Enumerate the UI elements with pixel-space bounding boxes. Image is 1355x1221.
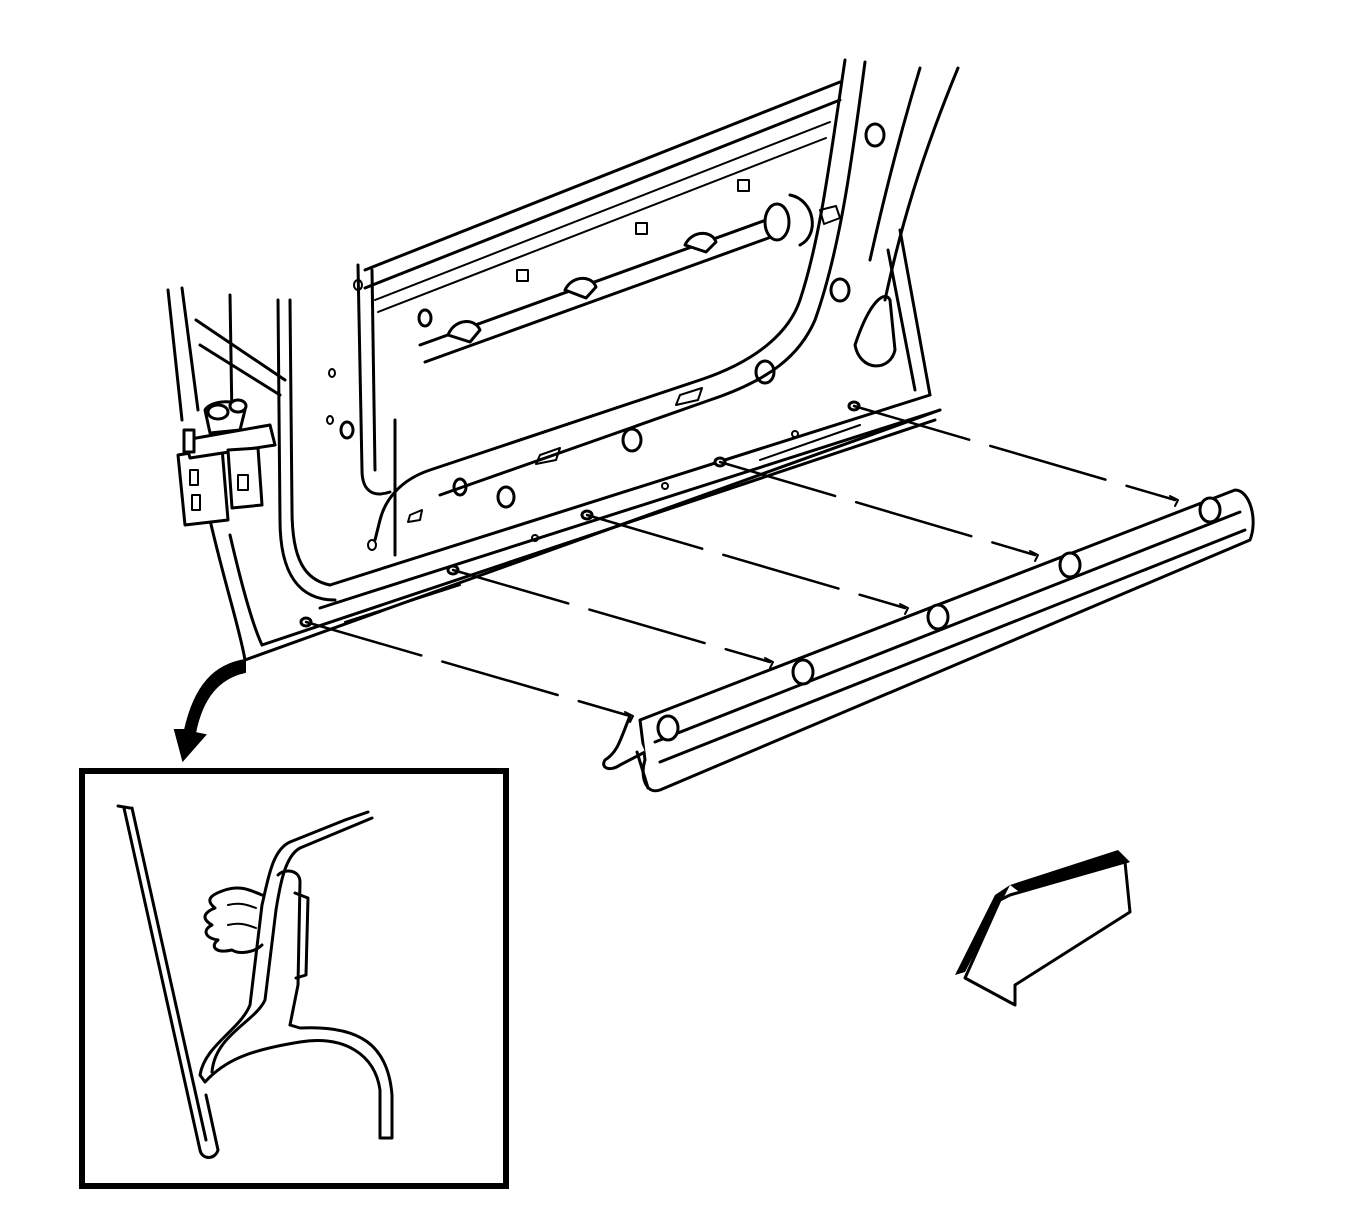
curved-arrow-down-icon (173, 658, 246, 763)
door-hinge (176, 398, 277, 527)
detail-inset (79, 768, 509, 1189)
door-opening-body (166, 58, 960, 662)
sill-clip-holes (299, 400, 861, 628)
rocker-molding (602, 488, 1255, 793)
alignment-lines (304, 404, 1177, 718)
front-direction-arrow-icon (955, 850, 1132, 1007)
